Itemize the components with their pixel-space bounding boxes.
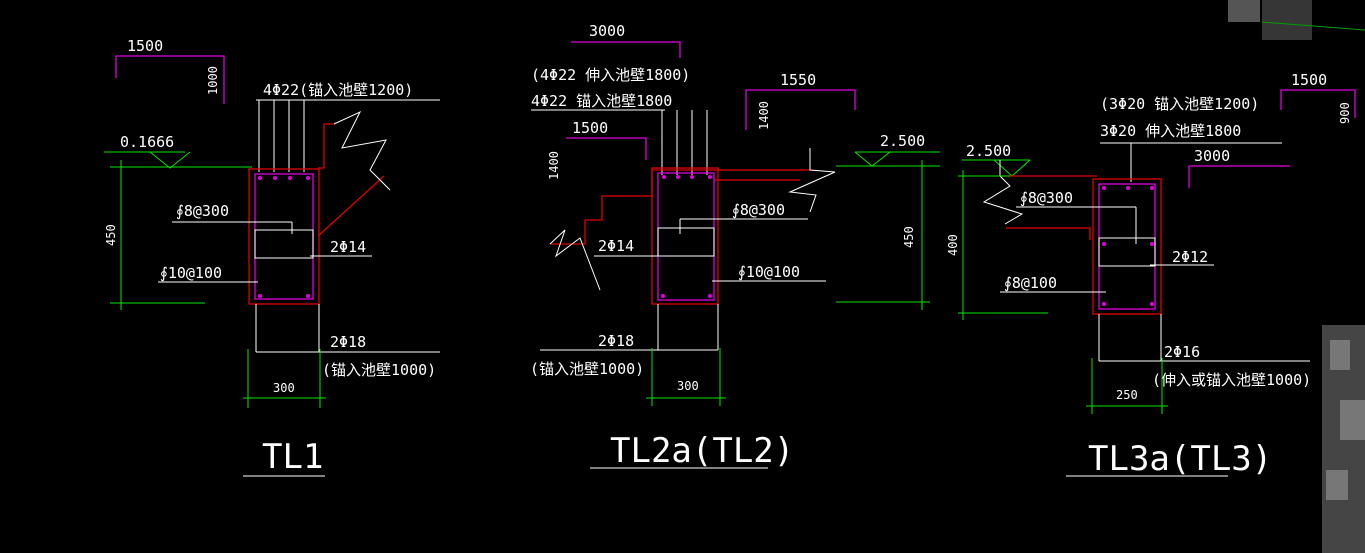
bottom-note-label: (锚入池壁1000): [322, 361, 436, 379]
callout-top-label: 3000: [1194, 147, 1230, 165]
elevation-label: 0.1666: [120, 133, 174, 151]
depth-label: 450: [902, 226, 916, 248]
top-bar-label: 4Φ22 锚入池壁1800: [531, 92, 672, 110]
stirrup: [657, 172, 715, 301]
width-label: 300: [273, 381, 295, 395]
bottom-bar-label: 2Φ16: [1164, 343, 1200, 361]
beam-outline: [248, 168, 320, 305]
top-bar-label: 4Φ22(锚入池壁1200): [263, 81, 413, 99]
callout-mid-label: 1500: [572, 119, 608, 137]
section-tl1: 1500 1000 4Φ22(锚入池壁1200) 0.1666 450: [104, 37, 440, 477]
stirrup-a-label: ∮8@300: [1020, 189, 1073, 207]
top-bar-alt-label: (4Φ22 伸入池壁1800): [531, 66, 690, 84]
blurred-region-right: [1322, 325, 1365, 553]
callout-width-label: 1500: [127, 37, 163, 55]
section-tl3a: 1500 900 (3Φ20 锚入池壁1200) 3Φ20 伸入池壁1800 3…: [946, 71, 1356, 479]
callout-top-bracket: [1188, 165, 1290, 188]
depth-label: 400: [946, 234, 960, 256]
stirrup-b-label: ∮10@100: [738, 263, 800, 281]
callout-mid-height-label: 1400: [547, 151, 561, 180]
side-bar-label: 2Φ12: [1172, 248, 1208, 266]
callout-mid-bracket: [566, 137, 647, 160]
callout-right-bracket: [745, 89, 856, 130]
stirrup-b-label: ∮8@100: [1004, 274, 1057, 292]
side-bar-label: 2Φ14: [598, 237, 634, 255]
bottom-note-label: (伸入或锚入池壁1000): [1152, 371, 1311, 389]
callout-right-label: 1500: [1291, 71, 1327, 89]
callout-bracket: [115, 55, 225, 104]
top-bar-label: 3Φ20 伸入池壁1800: [1100, 122, 1241, 140]
callout-top-label: 3000: [589, 22, 625, 40]
stirrup-b-label: ∮10@100: [160, 264, 222, 282]
callout-right-label: 1550: [780, 71, 816, 89]
beam-outline: [651, 167, 719, 305]
depth-label: 450: [104, 224, 118, 246]
width-label: 300: [677, 379, 699, 393]
stirrup-a-label: ∮8@300: [732, 201, 785, 219]
beam-outline: [1092, 178, 1162, 315]
stirrup: [1098, 183, 1156, 310]
callout-height-label: 1000: [206, 66, 220, 95]
top-bar-alt-label: (3Φ20 锚入池壁1200): [1100, 95, 1259, 113]
width-label: 250: [1116, 388, 1138, 402]
section-tl2a: 3000 (4Φ22 伸入池壁1800) 4Φ22 锚入池壁1800 1500 …: [530, 22, 940, 471]
stirrup: [254, 173, 314, 300]
callout-top-bracket: [571, 41, 681, 58]
callout-right-bracket: [1280, 89, 1356, 118]
section-title: TL1: [262, 437, 323, 477]
bottom-bar-label: 2Φ18: [330, 333, 366, 351]
section-title: TL3a(TL3): [1088, 439, 1272, 479]
blurred-region-top: [1228, 0, 1365, 40]
callout-right-height-label: 1400: [757, 101, 771, 130]
callout-right-height-label: 900: [1338, 102, 1352, 124]
bottom-note-label: (锚入池壁1000): [530, 360, 644, 378]
stirrup-a-label: ∮8@300: [176, 202, 229, 220]
side-bar-label: 2Φ14: [330, 238, 366, 256]
elevation-label: 2.500: [966, 142, 1011, 160]
elevation-label: 2.500: [880, 132, 925, 150]
section-title: TL2a(TL2): [610, 431, 794, 471]
bottom-bar-label: 2Φ18: [598, 332, 634, 350]
